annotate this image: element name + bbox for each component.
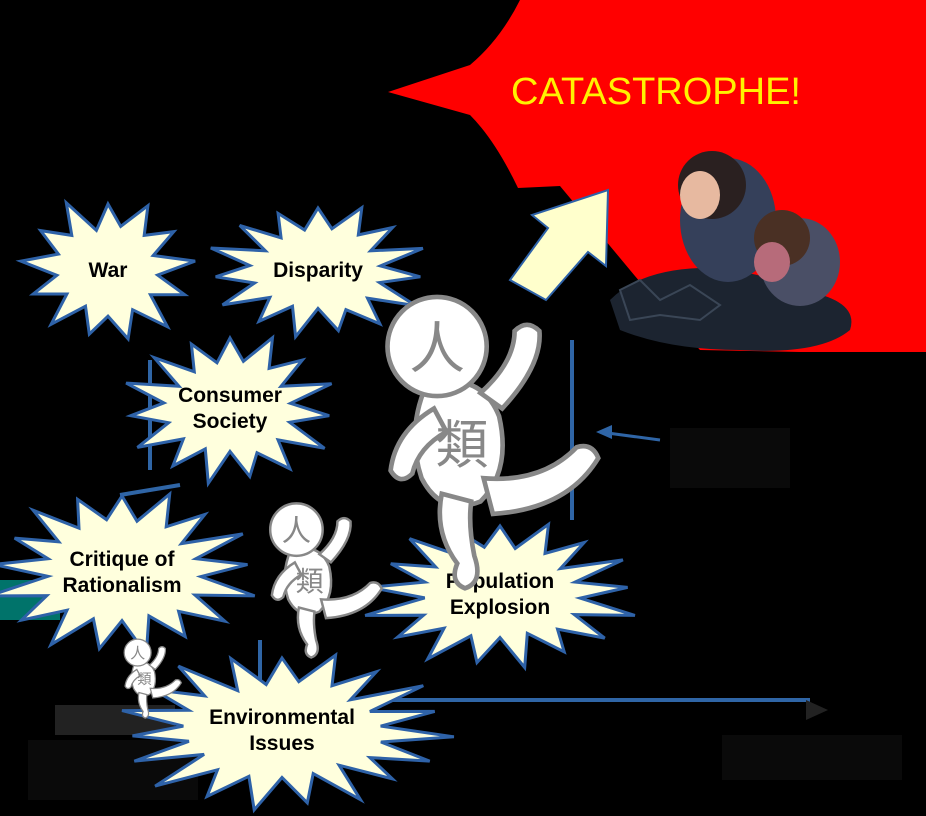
- figure-kanji-head: 人: [282, 514, 312, 548]
- burst-label-line: Disparity: [273, 259, 363, 282]
- burst-label-line: Critique of: [70, 548, 176, 571]
- figure-part: [319, 581, 384, 620]
- figure-part: [437, 490, 480, 591]
- burst-war: War: [15, 198, 196, 343]
- figure-part: [385, 294, 490, 399]
- burst-critique-of-rationalism: Critique of Rationalism: [0, 490, 256, 659]
- figure-small-running-person-icon: 人類: [123, 638, 183, 719]
- figure-part: [137, 691, 150, 719]
- burst-label-line: War: [89, 259, 128, 282]
- burst-label-line: Explosion: [450, 596, 550, 619]
- burst-shape: [364, 521, 636, 672]
- burst-shape: [0, 490, 256, 659]
- figure-part: [124, 668, 142, 690]
- burst-shape: [15, 198, 196, 343]
- burst-shape: [125, 334, 333, 488]
- arrowhead-icon: [596, 425, 612, 439]
- figure-kanji-chest: 類: [296, 565, 324, 598]
- dark-bar: [670, 428, 790, 488]
- arrowhead-icon: [806, 700, 828, 720]
- burst-label-line: Consumer: [178, 384, 282, 407]
- crying-people-icon: [610, 151, 852, 351]
- axis-lines: [119, 340, 828, 720]
- burst-label-line: Rationalism: [62, 574, 181, 597]
- figure-large-running-person-icon: 人類: [385, 294, 601, 591]
- catastrophe-label: CATASTROPHE!: [511, 71, 801, 113]
- burst-label-line: Issues: [249, 732, 314, 755]
- figure-medium-running-person-icon: 人類: [268, 502, 384, 659]
- figure-part: [123, 638, 152, 667]
- figure-kanji-head: 人: [130, 644, 145, 662]
- axis-segment: [119, 483, 181, 497]
- person-arms: [754, 242, 790, 282]
- figure-part: [296, 605, 319, 659]
- figure-part: [476, 322, 542, 412]
- burst-disparity: Disparity: [210, 204, 424, 341]
- figure-kanji-chest: 類: [436, 415, 489, 476]
- figure-kanji-chest: 類: [137, 671, 151, 688]
- figure-part: [317, 516, 352, 565]
- dark-bar: [722, 735, 902, 780]
- burst-label-line: Environmental: [209, 706, 355, 729]
- figure-part: [270, 560, 304, 601]
- burst-shape: [210, 204, 424, 341]
- up-arrow-shape: [508, 188, 610, 302]
- person-hands: [680, 171, 720, 219]
- figure-part: [388, 405, 450, 482]
- figure-kanji-head: 人: [409, 317, 465, 382]
- burst-label-line: Society: [193, 410, 268, 433]
- cracks: [618, 278, 722, 322]
- up-arrow-icon: [508, 188, 610, 302]
- burst-shape: [121, 651, 455, 814]
- figure-part: [148, 646, 167, 671]
- figure-part: [268, 502, 324, 558]
- figure-part: [480, 443, 601, 517]
- figure-part: [149, 678, 183, 699]
